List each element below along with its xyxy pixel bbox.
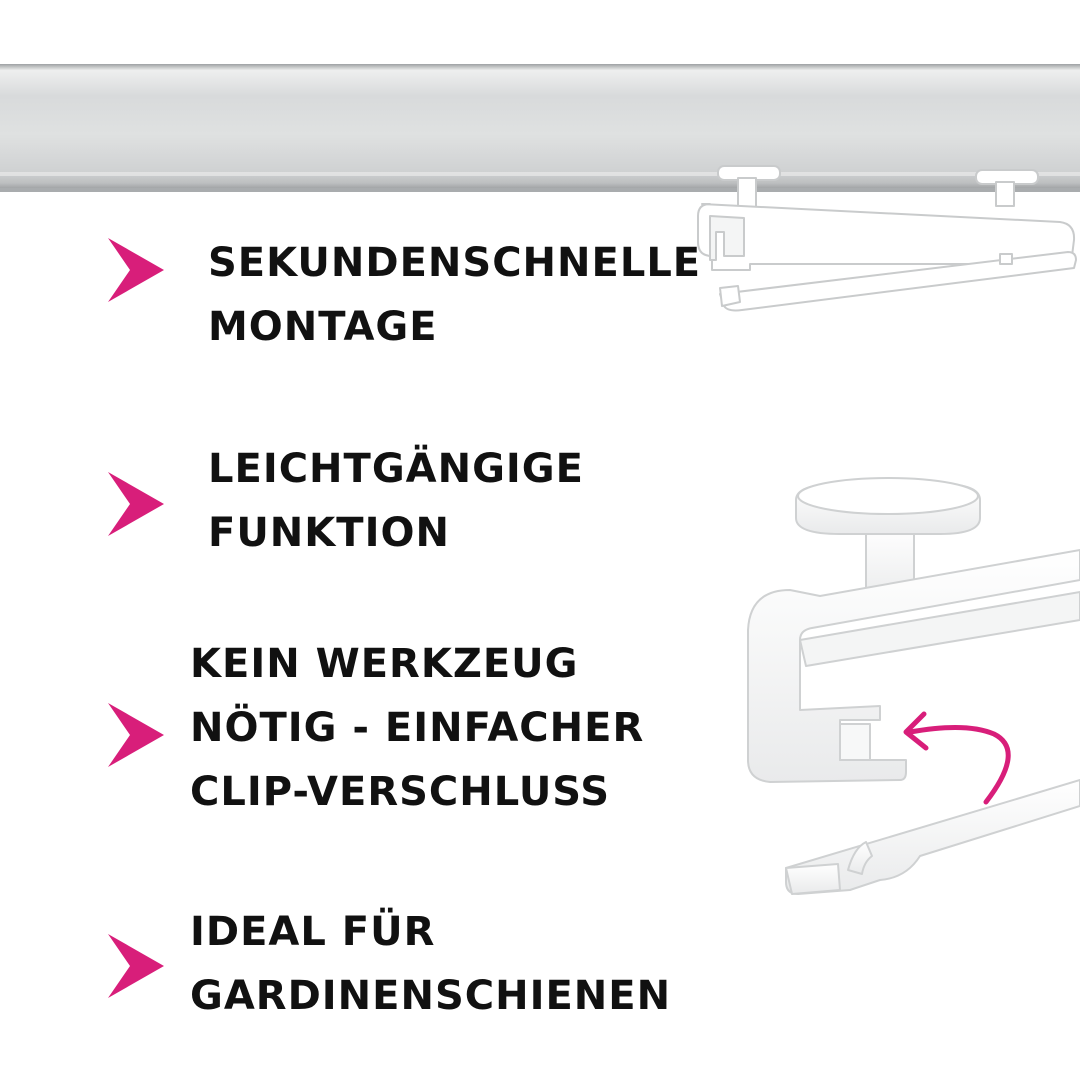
chevron-right-icon [108,703,164,767]
feature-item-1: SEKUNDENSCHNELLE MONTAGE [208,231,701,359]
chevron-right-icon [108,238,164,302]
chevron-right-icon [108,934,164,998]
feature-line: SEKUNDENSCHNELLE [208,240,702,286]
curtain-rail-image [0,64,1080,192]
clip-product-image [697,165,1077,312]
feature-line: IDEAL FÜR [190,909,436,955]
feature-line: NÖTIG - EINFACHER [190,705,645,751]
feature-item-4: IDEAL FÜR GARDINENSCHIENEN [190,900,671,1028]
chevron-right-icon [108,472,164,536]
clip-closeup-image [747,477,1080,895]
curved-arrow-icon [903,711,1011,805]
feature-line: FUNKTION [208,510,450,556]
feature-item-2: LEICHTGÄNGIGE FUNKTION [208,437,584,565]
feature-line: LEICHTGÄNGIGE [208,446,584,492]
feature-line: CLIP-VERSCHLUSS [190,769,611,815]
feature-line: KEIN WERKZEUG [190,641,579,687]
feature-line: GARDINENSCHIENEN [190,973,672,1019]
feature-line: MONTAGE [208,304,438,350]
feature-item-3: KEIN WERKZEUG NÖTIG - EINFACHER CLIP-VER… [190,632,644,824]
